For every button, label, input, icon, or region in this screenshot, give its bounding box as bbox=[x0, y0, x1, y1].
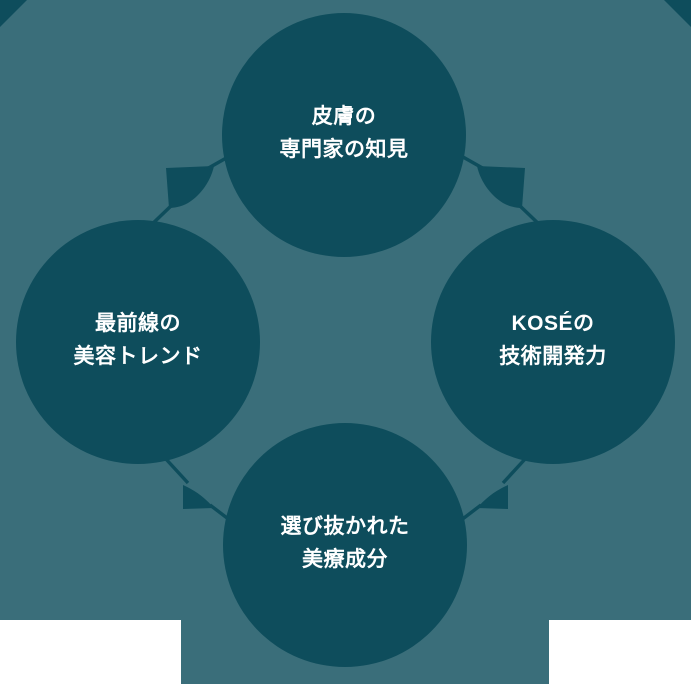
node-label-line: 専門家の知見 bbox=[279, 138, 409, 161]
node-label-line: 最前線の bbox=[95, 312, 181, 335]
node-label-line: 選び抜かれた bbox=[280, 515, 410, 538]
node-label-line: KOSÉの bbox=[511, 312, 595, 335]
node-label-line: 皮膚の bbox=[311, 105, 377, 128]
node-label-line: 美容トレンド bbox=[73, 345, 203, 368]
node-label-line: 美療成分 bbox=[302, 548, 388, 571]
node-selected-ingredients: 選び抜かれた 美療成分 bbox=[223, 423, 467, 667]
node-skin-expert-insight: 皮膚の 専門家の知見 bbox=[222, 13, 466, 257]
node-label-line: 技術開発力 bbox=[499, 345, 607, 368]
node-beauty-trend: 最前線の 美容トレンド bbox=[16, 220, 260, 464]
node-kose-technology: KOSÉの 技術開発力 bbox=[431, 220, 675, 464]
